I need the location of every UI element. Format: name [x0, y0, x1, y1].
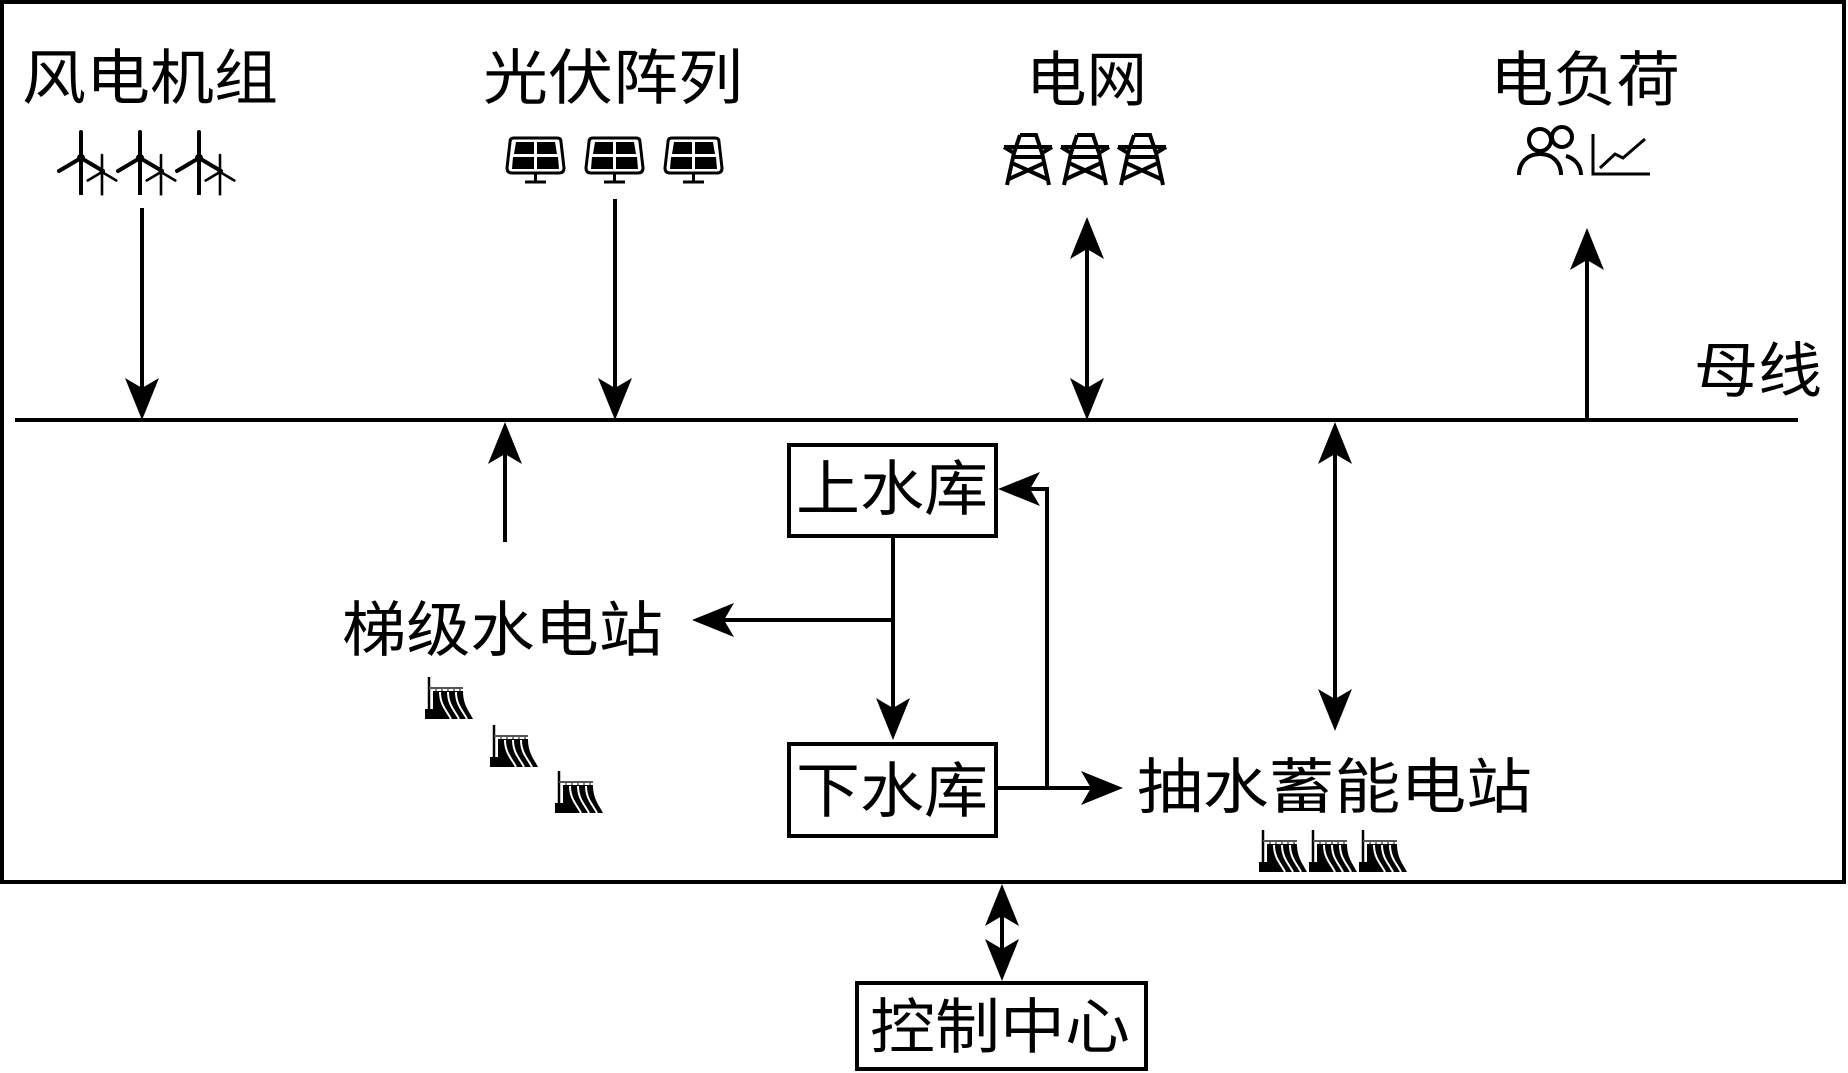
cascade-hydro-label: 梯级水电站: [342, 596, 663, 666]
upper-reservoir-box: 上水库: [787, 443, 998, 538]
lower-to-upper-return-arrow: [998, 472, 1049, 788]
pumped-storage-label: 抽水蓄能电站: [1137, 753, 1532, 823]
upper-to-lower-arrow: [876, 620, 910, 740]
transmission-tower-icon: [1059, 133, 1111, 187]
hydro-dam-icon: [488, 723, 540, 769]
lower-to-pumped-storage-arrow: [998, 771, 1123, 805]
hydro-dam-icon: [553, 769, 605, 815]
control-center-label: 控制中心: [870, 993, 1130, 1063]
load-label: 电负荷: [1490, 46, 1680, 116]
solar-panel-icons: [505, 136, 724, 184]
hydro-dam-icon: [1357, 828, 1409, 874]
pv-label: 光伏阵列: [483, 44, 743, 114]
pv-to-bus-arrow: [598, 199, 632, 420]
lower-reservoir-label: 下水库: [796, 757, 988, 827]
bus-label: 母线: [1694, 337, 1822, 407]
hydro-dam-icon: [1257, 828, 1309, 874]
wind-turbine-icons: [57, 130, 237, 198]
cascade-hydro-icons: [423, 675, 605, 815]
bus-to-load-arrow: [1570, 228, 1604, 420]
pumped-storage-icons: [1257, 828, 1409, 874]
upper-to-cascade-arrow: [692, 538, 895, 637]
wind-label: 风电机组: [22, 44, 278, 114]
transmission-tower-icons: [1002, 133, 1168, 187]
wind-to-bus-arrow: [125, 208, 159, 420]
people-icon: [1517, 125, 1583, 176]
transmission-tower-icon: [1002, 133, 1054, 187]
wind-turbine-icon: [175, 130, 237, 198]
lower-reservoir-box: 下水库: [787, 742, 998, 838]
solar-panel-icon: [663, 136, 724, 184]
wind-turbine-icon: [57, 130, 119, 198]
system-boundary: [0, 0, 1846, 884]
transmission-tower-icon: [1116, 133, 1168, 187]
wind-turbine-icon: [116, 130, 178, 198]
hydro-dam-icon: [1307, 828, 1359, 874]
cascade-hydro-to-bus-arrow: [488, 422, 522, 542]
solar-panel-icon: [505, 136, 566, 184]
pumped-storage-bus-double-arrow: [1318, 422, 1352, 731]
grid-label: 电网: [1026, 46, 1147, 116]
control-center-double-arrow: [985, 884, 1019, 981]
grid-bus-double-arrow: [1070, 217, 1104, 420]
solar-panel-icon: [584, 136, 645, 184]
upper-reservoir-label: 上水库: [796, 455, 988, 525]
control-center-box: 控制中心: [855, 981, 1148, 1071]
line-chart-icon: [1591, 134, 1650, 176]
hydro-dam-icon: [423, 675, 475, 721]
